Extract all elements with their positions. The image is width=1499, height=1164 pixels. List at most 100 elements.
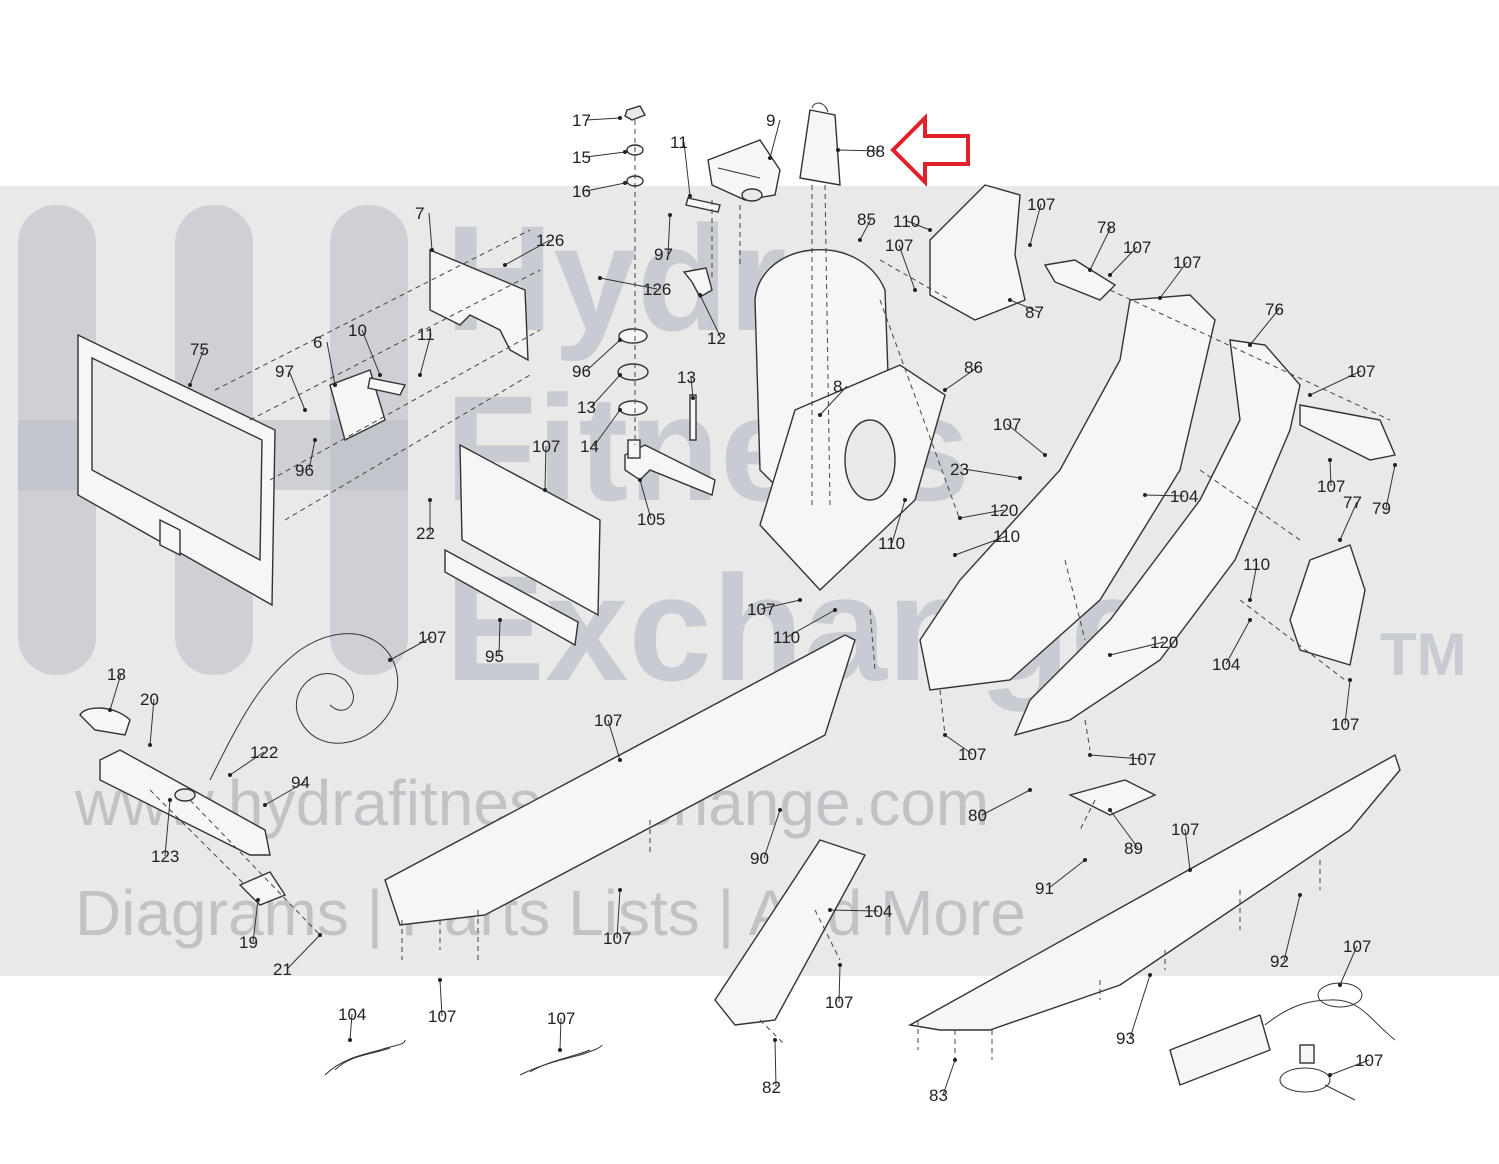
leader-dot-89: [1108, 808, 1112, 812]
leader-dot-7: [430, 248, 434, 252]
leader-dot-21: [318, 933, 322, 937]
leader-line-107: [1029, 203, 1042, 246]
part-label-94: 94: [291, 773, 310, 792]
leader-dot-110: [953, 553, 957, 557]
part-7-bracket: [429, 248, 529, 362]
leader-line-14: [593, 409, 621, 447]
part-10-bracket: [329, 369, 407, 442]
leader-line-96: [585, 339, 621, 372]
leader-line-15: [585, 151, 626, 158]
leader-dot-107: [618, 888, 622, 892]
leader-line-82: [774, 1039, 777, 1088]
leader-dot-110: [833, 608, 837, 612]
part-22-panel: [459, 443, 601, 617]
part-label-104: 104: [864, 902, 892, 921]
leader-dot-123: [168, 798, 172, 802]
part-label-104: 104: [1212, 655, 1240, 674]
leader-dot-19: [256, 898, 260, 902]
part-label-87: 87: [1025, 303, 1044, 322]
leader-line-87: [1009, 299, 1040, 313]
leader-line-126: [599, 277, 658, 290]
leader-dot-110: [1248, 598, 1252, 602]
leader-line-110: [891, 499, 906, 544]
part-label-13: 13: [677, 368, 696, 387]
leader-dot-122: [228, 773, 232, 777]
leader-line-10: [361, 329, 381, 376]
part-93-wire: [519, 1044, 603, 1076]
part-21-clamp: [238, 871, 287, 906]
leader-dot-107: [1338, 983, 1342, 987]
part-label-123: 123: [151, 847, 179, 866]
leader-line-110: [1249, 563, 1258, 601]
leader-line-107: [439, 979, 443, 1017]
leader-dot-15: [623, 150, 627, 154]
leader-dot-97: [303, 408, 307, 412]
leader-dot-13: [691, 396, 695, 400]
leader-line-12: [699, 294, 722, 339]
part-label-20: 20: [140, 690, 159, 709]
part-label-107: 107: [825, 993, 853, 1012]
leader-dot-107: [913, 288, 917, 292]
leader-dot-105: [638, 478, 642, 482]
part-label-107: 107: [418, 628, 446, 647]
leader-line-107: [944, 734, 973, 755]
part-label-126: 126: [643, 280, 671, 299]
part-11-clip: [685, 197, 721, 213]
leader-line-16: [585, 182, 626, 192]
leader-line-90: [763, 809, 781, 859]
part-label-90: 90: [750, 849, 769, 868]
part-label-107: 107: [547, 1009, 575, 1028]
leader-dot-107: [1088, 753, 1092, 757]
leader-dot-107: [618, 758, 622, 762]
leader-line-23: [963, 468, 1021, 479]
leader-line-77: [1339, 501, 1358, 541]
leader-dot-107: [388, 658, 392, 662]
part-91-rail: [714, 839, 867, 1026]
part-label-23: 23: [950, 460, 969, 479]
leader-line-95: [498, 619, 501, 657]
part-label-14: 14: [580, 437, 599, 456]
part-label-83: 83: [929, 1086, 948, 1105]
leader-line-86: [944, 366, 979, 391]
part-label-13: 13: [577, 398, 596, 417]
part-13-disc-lower: [618, 400, 648, 416]
leader-line-7: [428, 212, 433, 251]
leader-line-107: [1159, 261, 1188, 299]
leader-line-6: [326, 341, 336, 386]
leader-line-92: [1283, 894, 1301, 962]
leader-dot-95: [498, 618, 502, 622]
part-label-97: 97: [275, 362, 294, 381]
part-8-arm: [624, 439, 716, 496]
part-label-107: 107: [1128, 750, 1156, 769]
leader-dot-12: [698, 293, 702, 297]
leader-dot-94: [263, 803, 267, 807]
leader-dot-13: [618, 373, 622, 377]
leader-dot-107: [438, 978, 442, 982]
part-label-107: 107: [885, 236, 913, 255]
part-label-104: 104: [338, 1005, 366, 1024]
part-label-107: 107: [958, 745, 986, 764]
leader-dot-104: [1143, 493, 1147, 497]
part-label-18: 18: [107, 665, 126, 684]
part-86-plate: [759, 364, 946, 591]
part-80-cover: [1068, 779, 1157, 816]
leader-line-18: [109, 673, 122, 711]
leader-line-89: [1109, 809, 1139, 849]
part-label-93: 93: [1116, 1029, 1135, 1048]
part-label-6: 6: [313, 333, 322, 352]
leader-line-107: [1109, 246, 1138, 276]
leader-dot-110: [928, 228, 932, 232]
leader-line-110: [954, 535, 1008, 556]
leader-line-107: [389, 636, 433, 661]
part-23-tray: [444, 548, 579, 647]
part-9-housing: [707, 139, 781, 202]
part-label-75: 75: [190, 340, 209, 359]
part-label-15: 15: [572, 148, 591, 167]
leader-dot-104: [1248, 618, 1252, 622]
leader-dot-11: [418, 373, 422, 377]
leader-line-110: [906, 220, 931, 231]
leader-line-110: [786, 609, 836, 638]
part-label-107: 107: [1317, 477, 1345, 496]
leader-line-9: [769, 119, 781, 159]
